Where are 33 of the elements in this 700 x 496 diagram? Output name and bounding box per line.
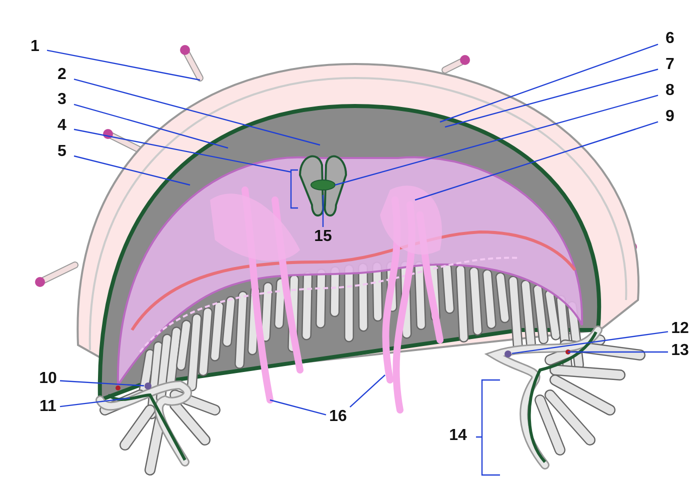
- callout-number: 3: [51, 91, 73, 111]
- leader-line: [334, 94, 658, 186]
- callout-number: 14: [447, 427, 469, 447]
- callout-number: 1: [24, 38, 46, 58]
- leader-line: [414, 121, 658, 201]
- leader-line: [60, 397, 130, 408]
- leader-line: [270, 399, 326, 416]
- leader-line: [350, 374, 386, 408]
- leader-line: [60, 380, 144, 386]
- leader-line: [74, 104, 228, 149]
- callout-number: 4: [51, 117, 73, 137]
- leader-line: [74, 78, 320, 146]
- callout-number: 2: [51, 66, 73, 86]
- callout-number: 5: [51, 143, 73, 163]
- leader-line: [74, 128, 292, 173]
- callout-number: 6: [659, 30, 681, 50]
- callout-number: 7: [659, 56, 681, 76]
- sense-organ-dot: [144, 382, 152, 390]
- leader-line: [46, 50, 200, 81]
- leader-line: [440, 44, 658, 123]
- callout-number: 12: [669, 320, 691, 340]
- leader-line: [512, 331, 668, 354]
- callout-number: 8: [659, 82, 681, 102]
- callout-number: 13: [669, 342, 691, 362]
- leader-line: [568, 351, 668, 353]
- leader-line: [74, 155, 190, 186]
- callout-number: 11: [37, 398, 59, 418]
- leader-line: [444, 68, 658, 128]
- callout-number: 9: [659, 108, 681, 128]
- callout-number: 16: [327, 408, 349, 428]
- sense-organ-dot: [504, 350, 512, 358]
- callout-number: 15: [312, 228, 334, 248]
- callout-number: 10: [37, 370, 59, 390]
